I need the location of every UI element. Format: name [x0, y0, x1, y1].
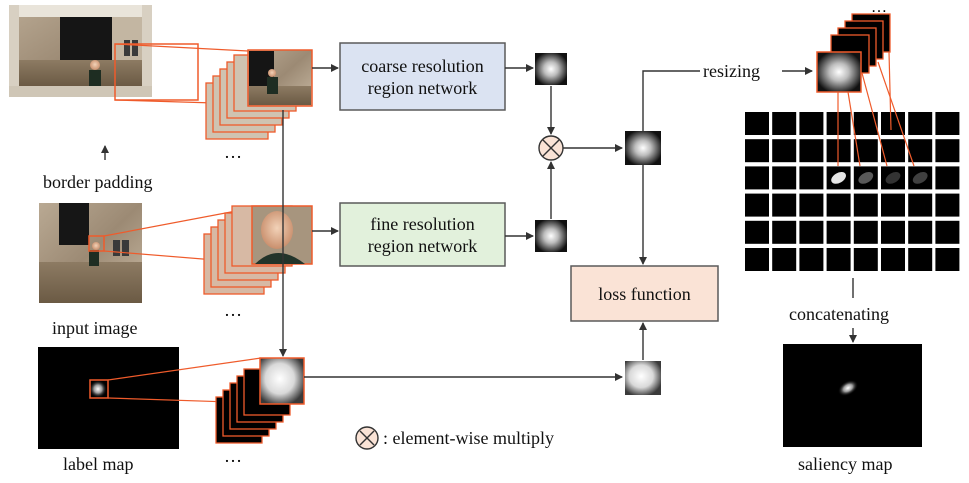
grid-tile-highlight [912, 172, 928, 184]
grid-tile [881, 220, 905, 244]
grid-tile [799, 193, 824, 217]
label-map-label: label map [63, 454, 134, 474]
legend-text: : element-wise multiply [383, 428, 554, 448]
grid-tile [745, 139, 769, 163]
grid-tile [908, 139, 933, 163]
grid-tile [935, 112, 960, 135]
crop-box-coarse [114, 43, 199, 101]
grid-tile [799, 220, 824, 244]
grid-tile [745, 193, 769, 217]
grid-tile [745, 112, 769, 135]
grid-tile [772, 112, 797, 135]
multiply-operator [538, 135, 564, 161]
ellipsis-label: … [224, 446, 242, 466]
grid-tile [935, 166, 960, 190]
grid-tile [799, 248, 824, 271]
grid-tile [935, 220, 960, 244]
grid-tile [935, 139, 960, 163]
loss-function-label: loss function [598, 283, 691, 304]
product-map [625, 131, 661, 165]
grid-tile [772, 166, 797, 190]
grid-tile [881, 166, 905, 190]
grid-tile [853, 193, 878, 217]
fine-network-box [339, 202, 506, 267]
fine-network-line2: region network [367, 235, 478, 256]
fine-crop-stack [203, 205, 313, 295]
fine-network-line1: fine resolution [370, 213, 475, 234]
fine-output-map [535, 220, 567, 252]
grid-tile [745, 166, 769, 190]
grid-tile [908, 220, 933, 244]
grid-tile [908, 166, 933, 190]
input-image-label: input image [52, 318, 138, 338]
grid-tile [799, 166, 824, 190]
coarse-network-line2: region network [367, 77, 478, 98]
grid-tile [881, 139, 905, 163]
grid-tile [745, 220, 769, 244]
ellipsis-resized: … [871, 0, 887, 16]
grid-tile [772, 139, 797, 163]
label-crop-map [625, 361, 661, 395]
resizing-label: resizing [703, 61, 760, 81]
grid-tile [826, 248, 851, 271]
grid-tile [853, 166, 878, 190]
input-image [39, 203, 142, 303]
coarse-crop-stack [205, 49, 313, 140]
border-padded-image [9, 5, 199, 101]
legend-multiply-symbol [355, 426, 379, 450]
coarse-output-map [535, 53, 567, 85]
border-padding-label: border padding [43, 172, 153, 192]
grid-tile [908, 112, 933, 135]
grid-tile [935, 193, 960, 217]
loss-function-box [570, 265, 719, 322]
ellipsis-coarse: … [224, 142, 242, 162]
grid-tile [881, 248, 905, 271]
grid-tile [908, 248, 933, 271]
grid-tile [853, 220, 878, 244]
grid-tile [799, 139, 824, 163]
concatenating-label: concatenating [789, 304, 889, 324]
grid-tile [772, 193, 797, 217]
fine-network-text: fine resolution region network [340, 203, 505, 266]
crop-box-fine [88, 235, 105, 252]
coarse-network-box [339, 42, 506, 111]
ellipsis-fine: … [224, 300, 242, 320]
grid-tile [935, 248, 960, 271]
grid-tile [772, 220, 797, 244]
grid-tile [772, 248, 797, 271]
label-crop-stack [215, 357, 305, 444]
grid-tile [799, 112, 824, 135]
coarse-network-text: coarse resolution region network [340, 43, 505, 110]
grid-tile [908, 193, 933, 217]
grid-tile-highlight [885, 172, 901, 184]
saliency-tile-grid [745, 112, 960, 271]
grid-tile-highlight [858, 172, 874, 184]
saliency-map-image [783, 344, 922, 447]
grid-tile [853, 248, 878, 271]
grid-tile [853, 112, 878, 135]
grid-tile [853, 139, 878, 163]
grid-tile [826, 193, 851, 217]
grid-tile [745, 248, 769, 271]
resized-map-stack [816, 13, 891, 93]
grid-tile [826, 220, 851, 244]
grid-tile-highlight [831, 172, 846, 184]
loss-function-text: loss function [571, 266, 718, 321]
grid-tile [881, 112, 905, 135]
coarse-network-line1: coarse resolution [361, 55, 484, 76]
saliency-map-label: saliency map [798, 454, 893, 474]
grid-tile [881, 193, 905, 217]
